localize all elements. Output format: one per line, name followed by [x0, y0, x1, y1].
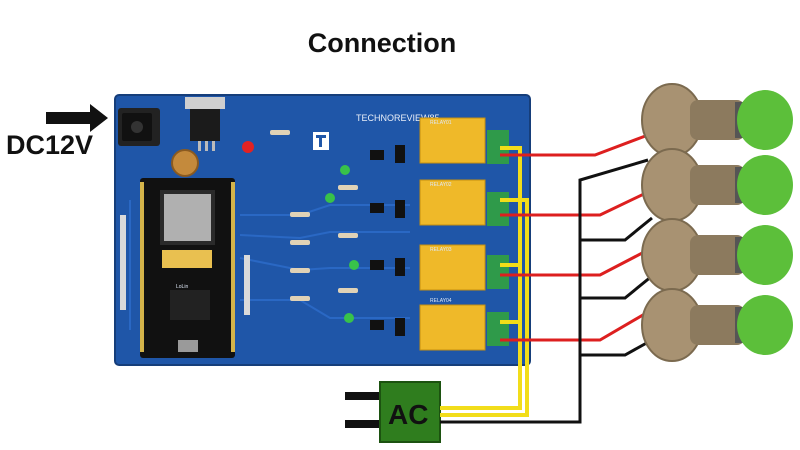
relay-label: RELAY01	[430, 120, 452, 126]
arrow-right-icon	[46, 104, 108, 132]
resistors	[270, 130, 358, 301]
relay-label: RELAY03	[430, 247, 452, 253]
transistors	[370, 145, 405, 336]
relay-label: RELAY02	[430, 182, 452, 188]
status-leds	[325, 165, 359, 323]
bulb-icon	[641, 83, 793, 362]
common-wires	[440, 146, 529, 417]
neutral-wires	[440, 158, 653, 424]
ac-source: AC	[345, 381, 441, 443]
relays	[419, 117, 486, 351]
voltage-regulator	[185, 97, 225, 151]
power-label: DC12V	[6, 130, 94, 160]
nodemcu-module: LoLin	[140, 178, 235, 358]
live-wires	[500, 133, 649, 342]
dc-jack-icon	[118, 108, 160, 146]
module-label: LoLin	[176, 284, 188, 290]
header-pins	[140, 182, 235, 352]
power-led	[242, 141, 254, 153]
capacitor	[171, 149, 199, 177]
board-brand-text: TECHNOREVIEW85	[356, 113, 440, 123]
diagram-title: Connection	[307, 28, 457, 58]
relay-label: RELAY04	[430, 298, 452, 304]
ac-label: AC	[388, 399, 428, 430]
